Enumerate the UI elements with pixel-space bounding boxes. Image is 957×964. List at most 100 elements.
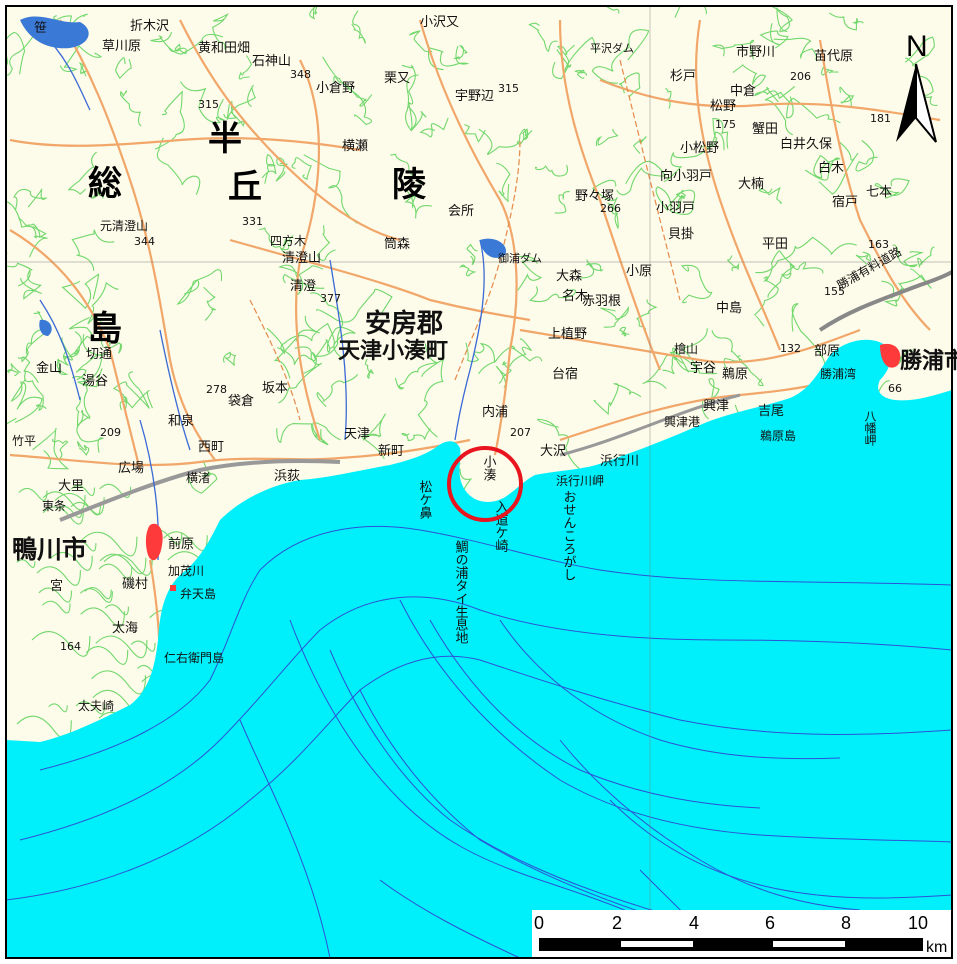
place-futto: 浜行川 bbox=[600, 454, 639, 469]
label-boso-6: 陵 bbox=[392, 165, 427, 205]
contour-line bbox=[401, 64, 417, 131]
place-nanaki: 名木 bbox=[562, 288, 588, 304]
place-kiyosumi-yama: 清澄山 bbox=[282, 251, 321, 266]
contour-line bbox=[150, 31, 224, 55]
contour-line bbox=[67, 151, 98, 195]
contour-line bbox=[10, 378, 43, 424]
contour-line bbox=[552, 44, 575, 80]
contour-line bbox=[496, 162, 511, 203]
contour-line bbox=[855, 140, 878, 172]
contour-line bbox=[754, 276, 779, 327]
contour-line bbox=[828, 12, 864, 31]
contour-line bbox=[156, 137, 201, 195]
elev-155: 155 bbox=[824, 285, 845, 298]
contour-line bbox=[6, 31, 26, 75]
contour-line bbox=[176, 269, 223, 305]
contour-line bbox=[401, 428, 431, 442]
contour-line bbox=[278, 346, 323, 404]
map-labels: 総 半 丘 陵 島 安房郡 天津小湊町 鴨川市 勝浦市 内浦 天津 新町 浜荻 … bbox=[12, 15, 957, 713]
contour-line bbox=[168, 43, 187, 54]
contour-line bbox=[68, 316, 95, 357]
contour-line bbox=[212, 12, 229, 50]
place-kubo: 部原 bbox=[814, 344, 840, 359]
place-oomori: 大森 bbox=[556, 269, 582, 284]
place-maehara: 前原 bbox=[168, 536, 194, 552]
contour-line bbox=[780, 262, 824, 279]
contour-line bbox=[408, 30, 433, 53]
place-okitsu: 興津 bbox=[703, 399, 729, 414]
contour-line bbox=[75, 396, 91, 427]
road-network bbox=[9, 19, 941, 721]
place-namegawa-cape: 浜行川岬 bbox=[556, 474, 604, 488]
place-kominato: 小湊 bbox=[481, 455, 497, 481]
place-kohara: 小原 bbox=[626, 264, 652, 279]
place-kouya: 宇谷 bbox=[690, 361, 716, 376]
place-kaikake: 貝掛 bbox=[668, 227, 694, 242]
place-takehira: 竹平 bbox=[12, 434, 36, 448]
dam-lake-3 bbox=[39, 319, 52, 336]
place-kurimata: 栗又 bbox=[384, 71, 410, 86]
contour-line bbox=[726, 255, 740, 272]
place-kiyosumi: 清澄 bbox=[290, 279, 316, 294]
contour-line bbox=[478, 128, 528, 155]
contour-line bbox=[275, 156, 288, 182]
place-okitsu-port: 興津港 bbox=[664, 415, 700, 429]
contour-line bbox=[874, 178, 910, 199]
contour-line bbox=[104, 604, 129, 616]
contour-line bbox=[316, 225, 336, 261]
contour-line bbox=[180, 81, 225, 124]
scale-tick-4: 4 bbox=[689, 913, 699, 933]
contour-line bbox=[48, 703, 68, 713]
contour-line bbox=[681, 264, 713, 304]
contour-line bbox=[818, 141, 859, 195]
contour-line bbox=[91, 670, 147, 695]
contour-line bbox=[81, 531, 138, 557]
place-shikido: 宿戸 bbox=[832, 194, 858, 210]
contour-line bbox=[672, 328, 718, 375]
contour-line bbox=[6, 200, 48, 258]
contour-line bbox=[361, 413, 387, 459]
scale-tick-8: 8 bbox=[841, 913, 851, 933]
contour-line bbox=[71, 229, 115, 271]
elev-206: 206 bbox=[790, 70, 811, 83]
contour-line bbox=[665, 87, 672, 109]
place-ubara-island: 鵜原島 bbox=[760, 428, 796, 443]
place-osenkorogashi: おせんころがし bbox=[561, 490, 577, 581]
contour-line bbox=[188, 460, 218, 494]
place-yomogi: 四方木 bbox=[270, 233, 306, 248]
place-shichihon: 七本 bbox=[866, 185, 892, 200]
contour-line bbox=[95, 635, 148, 659]
elev-164: 164 bbox=[60, 640, 81, 653]
elev-348: 348 bbox=[290, 68, 311, 81]
railway bbox=[59, 458, 341, 522]
elev-278: 278 bbox=[206, 383, 227, 396]
contour-line bbox=[226, 84, 257, 120]
dam-lake-1 bbox=[20, 16, 89, 49]
contour-line bbox=[99, 553, 147, 575]
contour-line bbox=[804, 154, 841, 181]
contour-line bbox=[466, 243, 478, 265]
place-wazumi: 和泉 bbox=[168, 413, 194, 429]
contour-line bbox=[31, 631, 91, 657]
place-ubara: 鵜原 bbox=[722, 367, 748, 382]
place-akahane: 赤羽根 bbox=[582, 294, 621, 309]
contour-line bbox=[56, 350, 69, 376]
contour-line bbox=[17, 268, 43, 300]
elev-315b: 315 bbox=[498, 82, 519, 95]
contour-line bbox=[758, 186, 782, 204]
place-ookusu: 大楠 bbox=[738, 177, 764, 192]
contour-line bbox=[394, 343, 438, 390]
elev-181: 181 bbox=[870, 112, 891, 125]
place-dam-1: 平沢ダム bbox=[590, 41, 634, 55]
map-grid bbox=[6, 6, 952, 958]
map-frame bbox=[5, 5, 953, 959]
contour-line bbox=[322, 56, 373, 126]
contour-line bbox=[59, 45, 103, 73]
label-boso-4: 島 bbox=[88, 309, 122, 349]
elev-315a: 315 bbox=[198, 98, 219, 111]
contour-line bbox=[534, 164, 568, 177]
contour-line bbox=[605, 6, 620, 14]
contour-line bbox=[333, 76, 373, 107]
